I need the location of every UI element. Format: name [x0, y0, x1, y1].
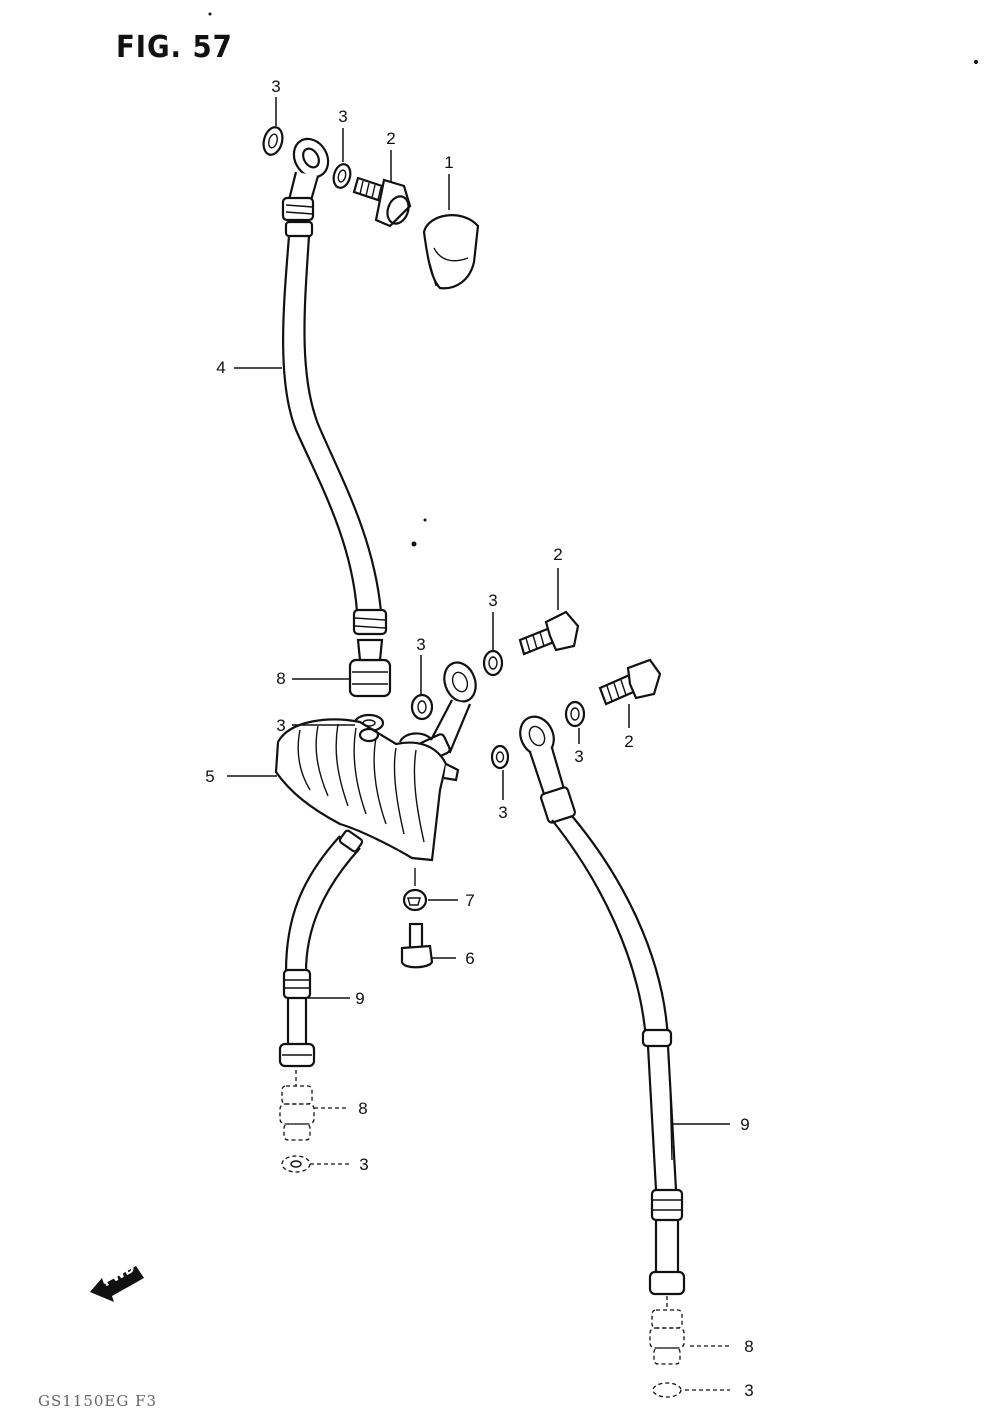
callout-c7: 7 [465, 891, 474, 910]
callout-c3g: 3 [498, 803, 507, 822]
top-washer-left [262, 126, 284, 156]
speck-mark [208, 12, 212, 16]
callout-c3e: 3 [276, 716, 285, 735]
left-flare-nut-part-8 [279, 1070, 315, 1141]
top-banjo-bolt [352, 176, 412, 228]
callout-c2c: 2 [624, 732, 633, 751]
callout-c3d: 3 [416, 635, 425, 654]
figure-title: FIG. 57 [116, 30, 233, 65]
callout-c8a: 8 [276, 669, 285, 688]
right-washer-part-3 [652, 1382, 682, 1398]
speck-mark [411, 541, 417, 547]
callout-c8b: 8 [358, 1099, 367, 1118]
callout-c9b: 9 [740, 1115, 749, 1134]
right-flare-nut-part-8 [649, 1296, 685, 1365]
callout-c9a: 9 [355, 989, 364, 1008]
bolt-part-6 [400, 922, 434, 969]
middle-washer-upper [482, 649, 504, 677]
right-washer-upper [564, 700, 586, 728]
right-bolt [598, 658, 662, 706]
figure-code: GS1150EG F3 [38, 1392, 158, 1410]
callout-c2b: 2 [553, 545, 562, 564]
left-lower-hose-part-9 [278, 829, 364, 1068]
forward-arrow-icon [90, 1266, 144, 1302]
washer-part-7 [402, 888, 428, 912]
callout-c8c: 8 [744, 1337, 753, 1356]
callout-c3h: 3 [359, 1155, 368, 1174]
middle-washer-left [410, 693, 434, 721]
callout-c2a: 2 [386, 129, 395, 148]
upper-hose-part-4 [281, 137, 392, 733]
speck-mark [974, 60, 978, 64]
left-washer-part-3 [281, 1155, 311, 1173]
right-lower-hose-part-9 [519, 715, 686, 1296]
right-washer-lower [490, 744, 510, 770]
callout-c3f: 3 [574, 747, 583, 766]
speck-mark [423, 518, 427, 522]
callout-c3c: 3 [488, 591, 497, 610]
hose-joint-part-5 [274, 718, 460, 862]
top-washer-right [332, 163, 352, 189]
callout-c3b: 3 [338, 107, 347, 126]
callout-numbers: 1 2 3 3 4 2 3 3 8 3 5 2 3 3 7 6 9 8 3 9 8 3 [205, 77, 753, 1400]
callout-c5: 5 [205, 767, 214, 786]
callout-c3i: 3 [744, 1381, 753, 1400]
callout-c4: 4 [216, 358, 225, 377]
callout-c6: 6 [465, 949, 474, 968]
bleeder-cap [422, 214, 480, 290]
leader-lines [227, 97, 730, 1391]
middle-bolt-upper [518, 610, 580, 656]
callout-c1: 1 [444, 153, 453, 172]
callout-c3a: 3 [271, 77, 280, 96]
